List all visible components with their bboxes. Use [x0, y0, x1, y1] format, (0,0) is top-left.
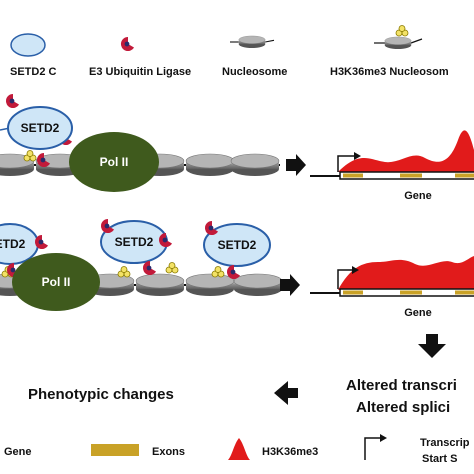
outcomes: Altered transcri Altered splici Phenotyp…: [28, 334, 457, 416]
legend-h3k36me3-nucleosome-label: H3K36me3 Nucleosom: [330, 66, 449, 78]
h3k36me3-signal: [338, 256, 474, 290]
altered-transcription-label: Altered transcri: [346, 377, 457, 394]
gene-label: Gene: [404, 307, 432, 319]
exon: [343, 290, 363, 295]
setd2-label: SETD2: [21, 121, 60, 135]
h3k36me3-signal: [338, 130, 474, 172]
arrow-right-icon: [280, 274, 300, 296]
exon-legend-icon: [91, 444, 139, 456]
nucleosome-legend-icon: [229, 35, 275, 49]
setd2-label: SETD2: [218, 238, 257, 252]
arrow-left-icon: [274, 381, 298, 405]
h3k36me3-mark: [117, 266, 131, 278]
legend-h3k36me3-label: H3K36me3: [262, 446, 318, 458]
pol-ii-label: Pol II: [42, 275, 71, 289]
tss-arrow-icon: [364, 437, 380, 460]
legend-gene-label: Gene: [4, 446, 32, 458]
pol-ii-label: Pol II: [100, 155, 129, 169]
exon: [400, 173, 422, 178]
exon: [455, 173, 474, 178]
setd2-protein: [203, 223, 271, 267]
exon: [400, 290, 422, 295]
h3k36me3-mark: [211, 266, 225, 278]
setd2-label: SETD2: [115, 235, 154, 249]
legend-exons-label: Exons: [152, 446, 185, 458]
panel-normal: SETD2 Pol II Gene: [0, 93, 474, 202]
tss-arrow-icon: [337, 155, 354, 172]
legend-top: SETD2 C E3 Ubiquitin Ligase Nucleosome H…: [10, 25, 449, 78]
gene-label: Gene: [404, 190, 432, 202]
exon: [455, 290, 474, 295]
panel-altered: ETD2 SETD2 SETD2 Pol II Gene: [0, 218, 474, 319]
legend-bottom: Gene Exons H3K36me3 Transcrip Start S: [4, 434, 470, 465]
setd2-protein: [7, 106, 73, 150]
e3-ligase-legend-icon: [120, 36, 134, 51]
legend-nucleosome-label: Nucleosome: [222, 66, 287, 78]
altered-splicing-label: Altered splici: [356, 399, 450, 416]
h3k36me3-mark: [23, 150, 37, 162]
phenotypic-changes-label: Phenotypic changes: [28, 386, 174, 403]
gene-track: Gene: [310, 130, 474, 202]
pol-ii: [69, 132, 159, 192]
setd2-label: ETD2: [0, 237, 26, 251]
legend-tss-line1: Transcrip: [420, 437, 470, 449]
e3-ligase: [5, 93, 19, 108]
tss-arrow-icon: [337, 269, 352, 289]
gene-track: Gene: [310, 256, 474, 319]
setd2-legend-icon: [10, 33, 46, 57]
h3k36me3-mark: [165, 262, 179, 274]
arrow-down-icon: [418, 334, 446, 358]
h3k36me3-legend-icon: [228, 438, 250, 460]
e3-ligase: [142, 260, 156, 275]
exon: [343, 173, 363, 178]
legend-e3-label: E3 Ubiquitin Ligase: [89, 66, 191, 78]
legend-setd2-label: SETD2 C: [10, 66, 57, 78]
h3k36me3-nucleosome-legend-icon: [374, 25, 423, 50]
pol-ii: [12, 253, 100, 311]
legend-tss-line2: Start S: [422, 453, 457, 465]
arrow-right-icon: [286, 154, 306, 176]
